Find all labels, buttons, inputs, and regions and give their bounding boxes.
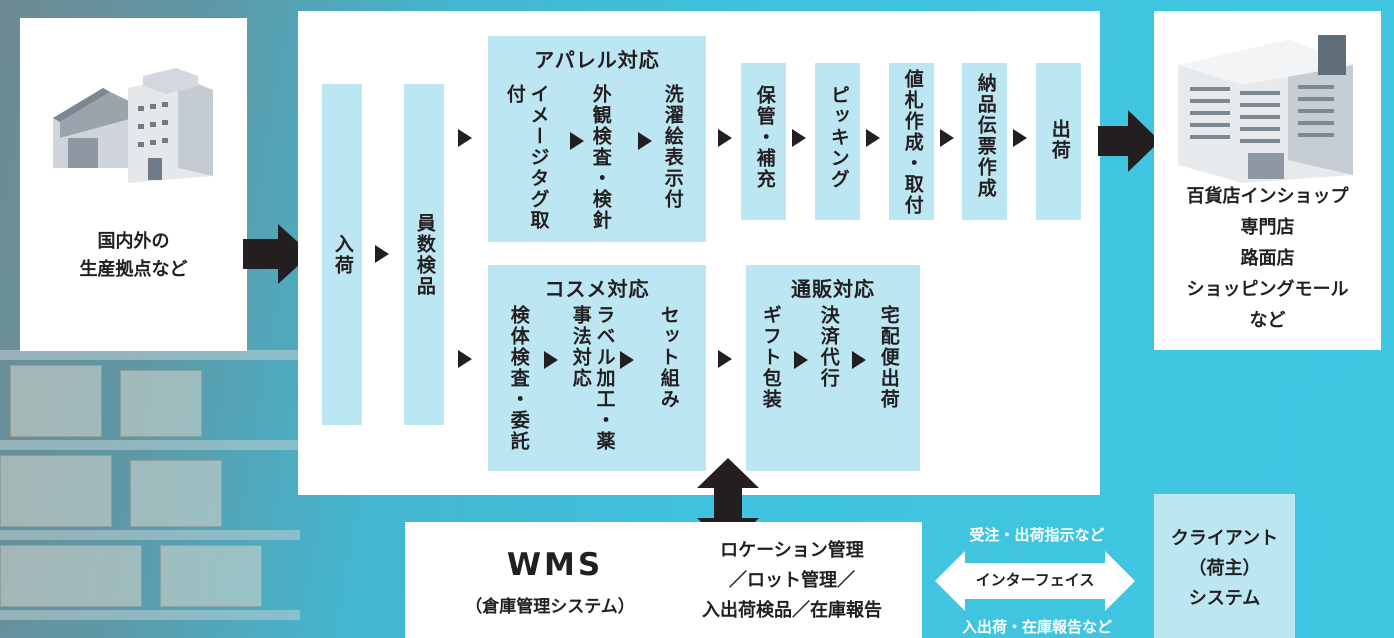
tsuhan-step-1: ギフト包装 bbox=[759, 305, 782, 410]
source-label-line2: 生産拠点など bbox=[79, 259, 188, 280]
arrow-icon bbox=[718, 129, 732, 147]
department-store-icon bbox=[1178, 35, 1353, 183]
arrow-icon bbox=[458, 350, 472, 368]
apparel-step-2: 外観検査・検針 bbox=[589, 84, 612, 231]
client-line1: クライアント bbox=[1170, 528, 1279, 549]
double-arrow-horizontal-icon bbox=[935, 551, 1135, 611]
wms-title: WMS bbox=[506, 547, 604, 583]
arrow-icon bbox=[940, 129, 954, 147]
source-label-line1: 国内外の bbox=[97, 231, 170, 252]
arrow-icon bbox=[718, 350, 732, 368]
factory-building-icon bbox=[53, 68, 213, 183]
interface-bottom-label: 入出荷・在庫報告など bbox=[961, 618, 1112, 636]
wms-box: WMS （倉庫管理システム） ロケーション管理 ／ロット管理／ 入出荷検品／在庫… bbox=[405, 522, 922, 638]
step-nyuka-label: 入荷 bbox=[331, 233, 354, 276]
tsuhan-step-2: 決済代行 bbox=[817, 305, 840, 389]
destination-line4: ショッピングモール bbox=[1186, 279, 1349, 300]
source-box: 国内外の 生産拠点など bbox=[20, 18, 247, 351]
apparel-step-1: イメージタグ取付 bbox=[503, 84, 550, 231]
tsuhan-group: 通販対応 ギフト包装 決済代行 宅配便出荷 bbox=[746, 265, 920, 471]
interface-center-label: インターフェイス bbox=[975, 571, 1095, 589]
arrow-icon bbox=[544, 351, 558, 369]
cosme-step-2: ラベル加工・薬事法対応 bbox=[569, 305, 616, 452]
chain-denpyo: 納品伝票作成 bbox=[962, 63, 1007, 220]
step-inkazu: 員数検品 bbox=[404, 84, 444, 425]
client-box: クライアント （荷主） システム bbox=[1154, 494, 1295, 638]
cosme-step-3: セット組み bbox=[657, 305, 680, 410]
arrow-icon bbox=[375, 245, 389, 263]
client-line2: （荷主） bbox=[1188, 558, 1261, 579]
destination-line1: 百貨店インショップ bbox=[1186, 186, 1349, 207]
arrow-icon bbox=[570, 132, 584, 150]
arrow-icon bbox=[794, 351, 808, 369]
destination-line3: 路面店 bbox=[1240, 248, 1295, 269]
apparel-title: アパレル対応 bbox=[534, 48, 660, 72]
arrow-right-icon bbox=[243, 224, 311, 284]
destination-line5: など bbox=[1249, 310, 1286, 331]
apparel-step-3: 洗濯絵表示付 bbox=[661, 84, 684, 210]
step-nyuka: 入荷 bbox=[322, 84, 362, 425]
wms-subtitle: （倉庫管理システム） bbox=[465, 597, 635, 617]
arrow-icon bbox=[458, 129, 472, 147]
arrow-icon bbox=[866, 129, 880, 147]
arrow-right-icon bbox=[1098, 110, 1160, 172]
wms-func-1: ロケーション管理 bbox=[720, 540, 864, 561]
cosme-step-1: 検体検査・委託 bbox=[507, 305, 530, 452]
wms-func-2: ／ロット管理／ bbox=[729, 570, 855, 591]
arrow-icon bbox=[638, 132, 652, 150]
chain-hokan: 保管・補充 bbox=[741, 63, 786, 220]
arrow-icon bbox=[620, 351, 634, 369]
chain-shukka: 出荷 bbox=[1036, 63, 1081, 220]
wms-func-3: 入出荷検品／在庫報告 bbox=[702, 600, 882, 621]
destination-line2: 専門店 bbox=[1240, 217, 1295, 238]
chain-picking: ピッキング bbox=[815, 63, 860, 220]
arrow-icon bbox=[852, 351, 866, 369]
tsuhan-title: 通販対応 bbox=[791, 277, 875, 301]
cosme-title: コスメ対応 bbox=[544, 277, 650, 301]
cosme-group: コスメ対応 検体検査・委託 ラベル加工・薬事法対応 セット組み bbox=[488, 265, 706, 471]
apparel-group: アパレル対応 イメージタグ取付 外観検査・検針 洗濯絵表示付 bbox=[488, 36, 706, 242]
client-line3: システム bbox=[1188, 588, 1261, 609]
arrow-icon bbox=[792, 129, 806, 147]
step-inkazu-label: 員数検品 bbox=[413, 212, 436, 297]
chain-nefuda: 値札作成・取付 bbox=[889, 63, 934, 220]
interface-top-label: 受注・出荷指示など bbox=[969, 526, 1105, 544]
destination-box: 百貨店インショップ 専門店 路面店 ショッピングモール など bbox=[1154, 11, 1381, 350]
arrow-icon bbox=[1013, 129, 1027, 147]
tsuhan-step-3: 宅配便出荷 bbox=[877, 305, 900, 410]
